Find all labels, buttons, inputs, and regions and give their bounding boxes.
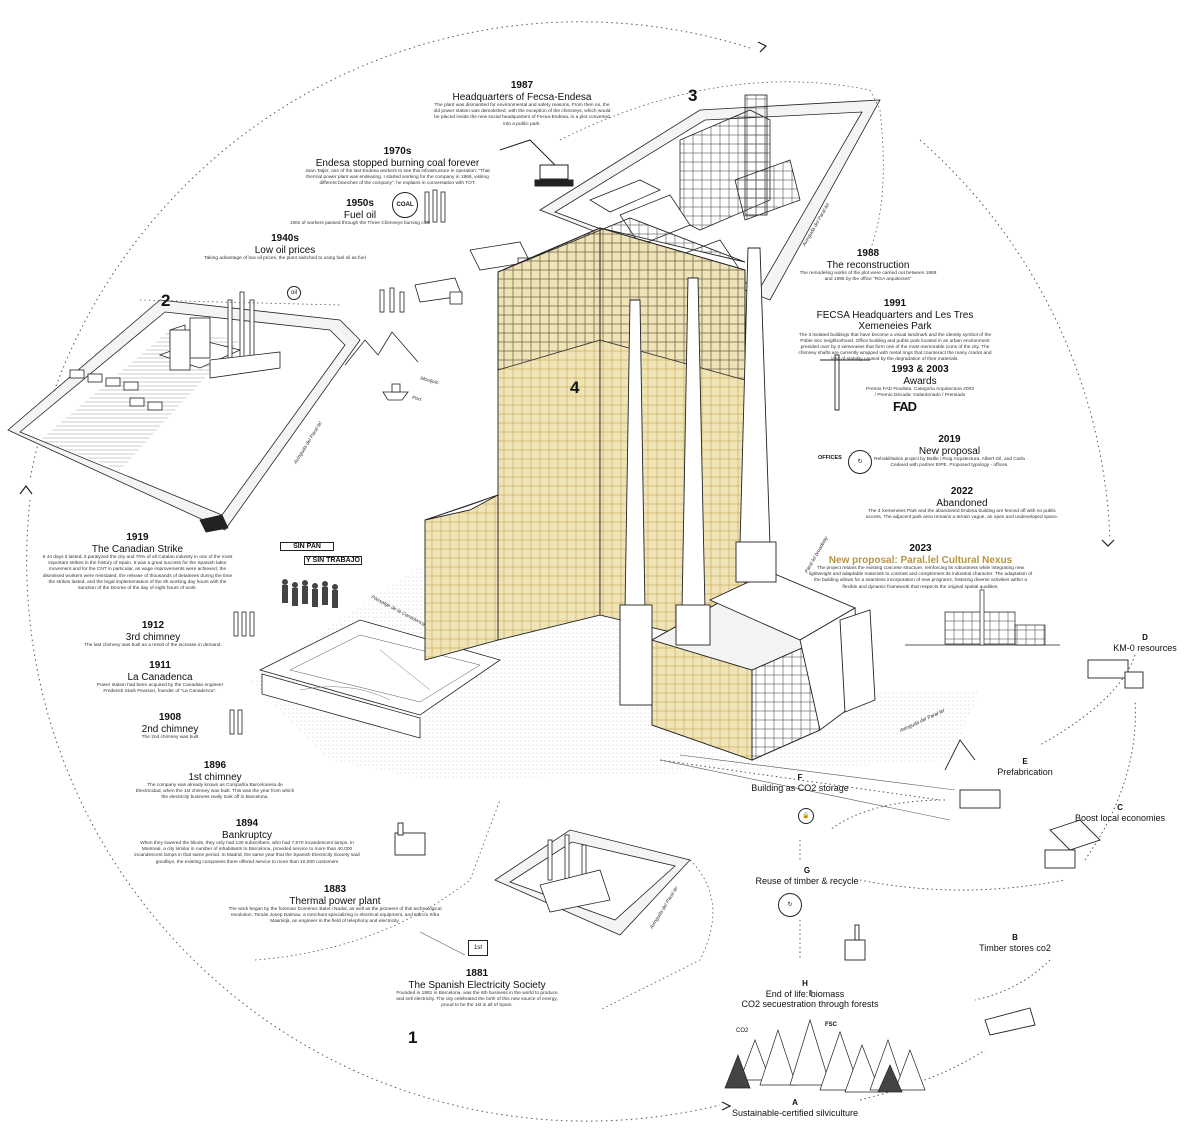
recycle-icon-2: ↻ bbox=[778, 893, 802, 917]
timeline-entry-2019: 2019 New proposal Rehabilitation project… bbox=[874, 434, 1025, 469]
forest-sketch bbox=[724, 1018, 926, 1093]
chimney-icons bbox=[229, 611, 255, 735]
crowd-sketch bbox=[282, 579, 338, 608]
strike-sign-1: SIN PAN bbox=[280, 542, 334, 551]
timeline-entry-1883: 1883 Thermal power plant The work began … bbox=[228, 884, 442, 925]
section-silhouette bbox=[905, 589, 1060, 646]
plot-stage-3 bbox=[539, 94, 881, 301]
timeline-entry-1991: 1991 FECSA Headquarters and Les Tres Xem… bbox=[798, 298, 992, 363]
timeline-entry-1911: 1911 La Canadenca Power station had been… bbox=[96, 660, 224, 695]
recycle-icon: ↻ bbox=[848, 450, 872, 474]
stage-number-4: 4 bbox=[570, 378, 580, 397]
coal-icon: COAL bbox=[392, 192, 418, 218]
leader-lines bbox=[419, 754, 956, 956]
first-badge-icon: 1st bbox=[468, 940, 488, 956]
fad-logo: FAD bbox=[893, 399, 917, 414]
timeline-entry-1896: 1896 1st chimney The company was already… bbox=[135, 760, 295, 801]
chimneys bbox=[619, 247, 777, 706]
stage-number-2: 2 bbox=[161, 291, 171, 310]
timeline-circle bbox=[26, 21, 1111, 1122]
cycle-icons bbox=[394, 354, 1144, 1036]
excavator-sketch bbox=[499, 139, 574, 187]
lock-icon: 🔒 bbox=[798, 808, 814, 824]
ship-sketch bbox=[382, 383, 409, 401]
timeline-entry-1970s: 1970s Endesa stopped burning coal foreve… bbox=[305, 146, 490, 187]
timeline-entry-1908: 1908 2nd chimney The 2nd chimney was bui… bbox=[141, 712, 199, 740]
strike-sign-2: Y SIN TRABAJO bbox=[304, 556, 362, 565]
arrow-markers bbox=[19, 41, 1115, 1111]
timeline-entry-1881: 1881 The Spanish Electricity Society Fou… bbox=[396, 968, 558, 1009]
offices-label: OFFICES bbox=[818, 455, 842, 461]
timeline-entry-1940s: 1940s Low oil prices Taking advantage of… bbox=[204, 233, 366, 261]
stage-number-1: 1 bbox=[408, 1028, 418, 1047]
timeline-entry-1919: 1919 The Canadian Strike It 44 days it l… bbox=[42, 532, 233, 592]
timeline-entry-1912: 1912 3rd chimney The last chimney was bu… bbox=[84, 620, 222, 648]
timeline-entry-1993-2003: 1993 & 2003 Awards Premio FAD Finalista.… bbox=[866, 364, 974, 399]
stage-number-3: 3 bbox=[688, 86, 698, 105]
timeline-entry-1950s: 1950s Fuel oil 100s of workers passed th… bbox=[289, 198, 431, 226]
timeline-entry-2023: 2023 New proposal: Paral.lel Cultural Ne… bbox=[808, 543, 1033, 590]
oil-drop-icon: oil bbox=[287, 286, 301, 300]
plot-stage-2 bbox=[7, 291, 361, 533]
co2-cloud-icon: CO2 bbox=[736, 1028, 749, 1034]
timeline-entry-2022: 2022 Abandoned The 3 Xemeneies Park and … bbox=[865, 486, 1059, 521]
timeline-entry-1894: 1894 Bankruptcy When they lowered the bl… bbox=[134, 818, 360, 865]
plot-stage-1 bbox=[494, 829, 691, 936]
timeline-entry-1988: 1988 The reconstruction The remodeling w… bbox=[799, 248, 937, 283]
fsc-logo: FSC bbox=[825, 1022, 837, 1028]
mountain-sketch bbox=[344, 331, 419, 366]
timeline-entry-1987: 1987 Headquarters of Fecsa-Endesa The pl… bbox=[433, 80, 611, 127]
